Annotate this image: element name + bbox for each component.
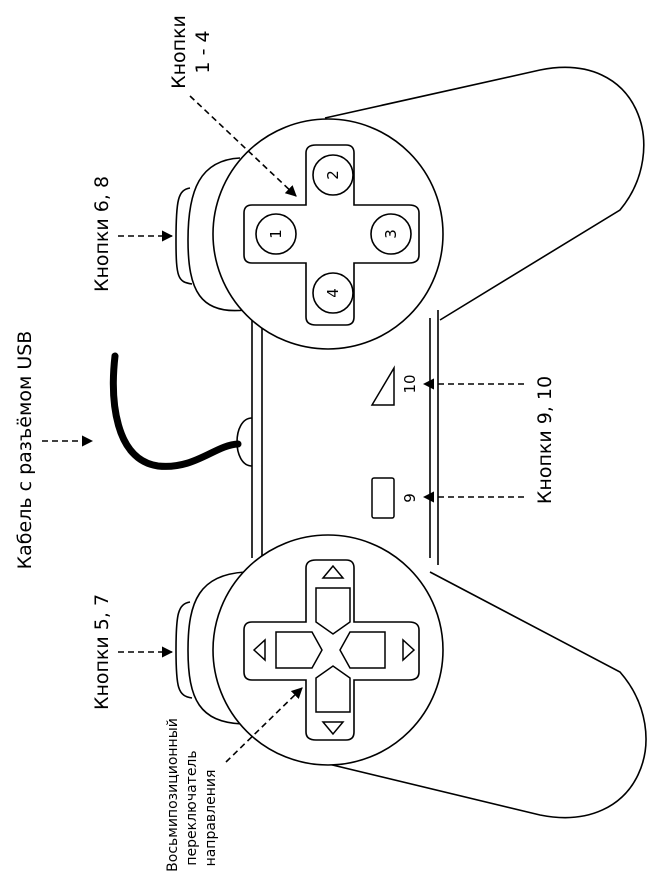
face-button-4-label: 4 [324,288,342,298]
dpad-left-arrow-icon [321,721,345,736]
dpad-up-key[interactable] [275,631,323,669]
button-9[interactable] [371,477,395,519]
usb-cable [109,352,242,470]
label-buttons-5-7: Кнопки 5, 7 [91,594,113,710]
shoulder-buttons-5-7[interactable] [175,571,246,725]
action-cross [243,144,420,326]
button-9-label: 9 [401,493,419,503]
label-cable-usb: Кабель с разъёмом USB [14,331,36,570]
face-button-2-label: 2 [324,170,342,180]
grip-bottom [319,571,647,819]
label-buttons-1-4-line1: Кнопки [168,15,190,89]
face-button-2[interactable] [312,154,354,196]
body-center [251,310,439,565]
dpad-down-arrow-icon [402,638,416,662]
button-10[interactable] [370,365,395,406]
dpad-up-arrow-icon [252,638,266,662]
action-buttons-pad [212,118,444,350]
label-buttons-9-10: Кнопки 9, 10 [534,376,556,504]
face-button-1[interactable] [255,213,297,255]
dpad-left-key[interactable] [315,665,351,713]
dpad-right-key[interactable] [315,587,351,635]
label-dpad-line3: направления [203,770,219,867]
face-button-4[interactable] [312,272,354,314]
dpad-cross [243,559,420,741]
label-dpad-line2: переключатель [184,750,200,865]
label-buttons-6-8: Кнопки 6, 8 [91,176,113,292]
face-button-3-label: 3 [382,229,400,239]
button-10-label: 10 [401,374,419,393]
pointer-buttons-1-4 [189,95,297,197]
pointer-dpad [225,687,303,763]
grip-top [324,66,645,321]
face-button-1-label: 1 [267,229,285,239]
label-dpad-line1: Восьмипозиционный [165,718,181,872]
shoulder-buttons-6-8[interactable] [175,157,246,312]
dpad-down-key[interactable] [339,631,386,669]
dpad-pad [212,534,444,766]
dpad-right-arrow-icon [321,564,345,579]
label-buttons-1-4-line2: 1 - 4 [192,30,214,73]
face-button-3[interactable] [370,213,412,255]
